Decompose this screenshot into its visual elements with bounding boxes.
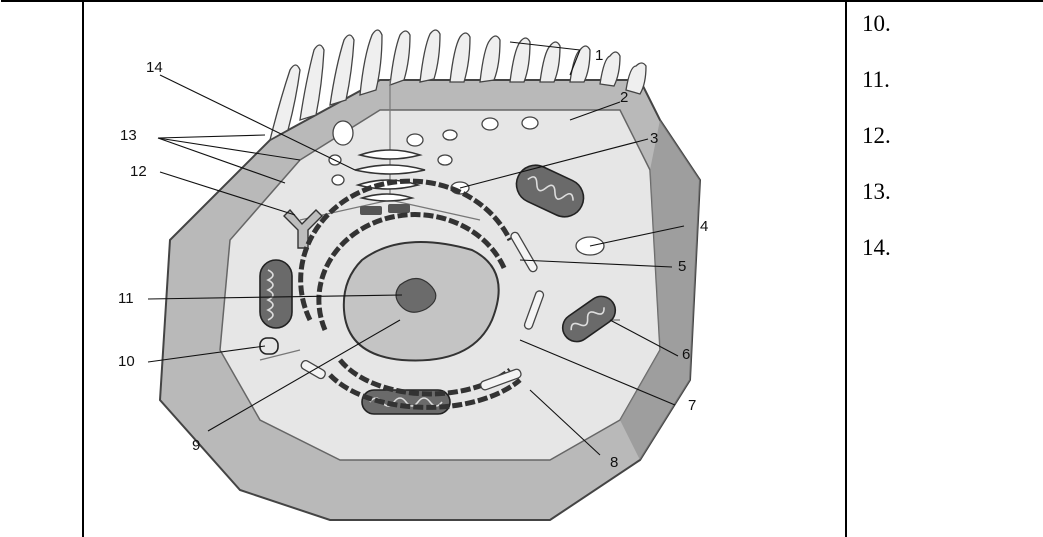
- callout-13: 13: [120, 127, 137, 144]
- answer-line-12: 12.: [862, 122, 891, 150]
- answer-line-10: 10.: [862, 10, 891, 38]
- table-inner-top-line: [1, 0, 1043, 2]
- callout-6: 6: [682, 346, 690, 363]
- nucleus: [344, 242, 499, 361]
- table-left-border: [82, 0, 84, 537]
- callout-4: 4: [700, 218, 708, 235]
- table-middle-border: [845, 0, 847, 537]
- callout-1: 1: [595, 47, 603, 64]
- callout-7: 7: [688, 397, 696, 414]
- callout-3: 3: [650, 130, 658, 147]
- callout-11: 11: [118, 290, 134, 307]
- answer-line-14: 14.: [862, 234, 891, 262]
- answer-list: 10. 11. 12. 13. 14.: [862, 10, 891, 290]
- callout-2: 2: [620, 89, 628, 106]
- answer-line-13: 13.: [862, 178, 891, 206]
- callout-14: 14: [146, 59, 163, 76]
- callout-8: 8: [610, 454, 618, 471]
- callout-5: 5: [678, 258, 686, 275]
- callout-9: 9: [192, 437, 200, 454]
- callout-12: 12: [130, 163, 147, 180]
- answer-line-11: 11.: [862, 66, 891, 94]
- callout-10: 10: [118, 353, 135, 370]
- cell-diagram: 1 2 3 4 5 6 7 8 9 10 11 12 13 14: [100, 20, 720, 535]
